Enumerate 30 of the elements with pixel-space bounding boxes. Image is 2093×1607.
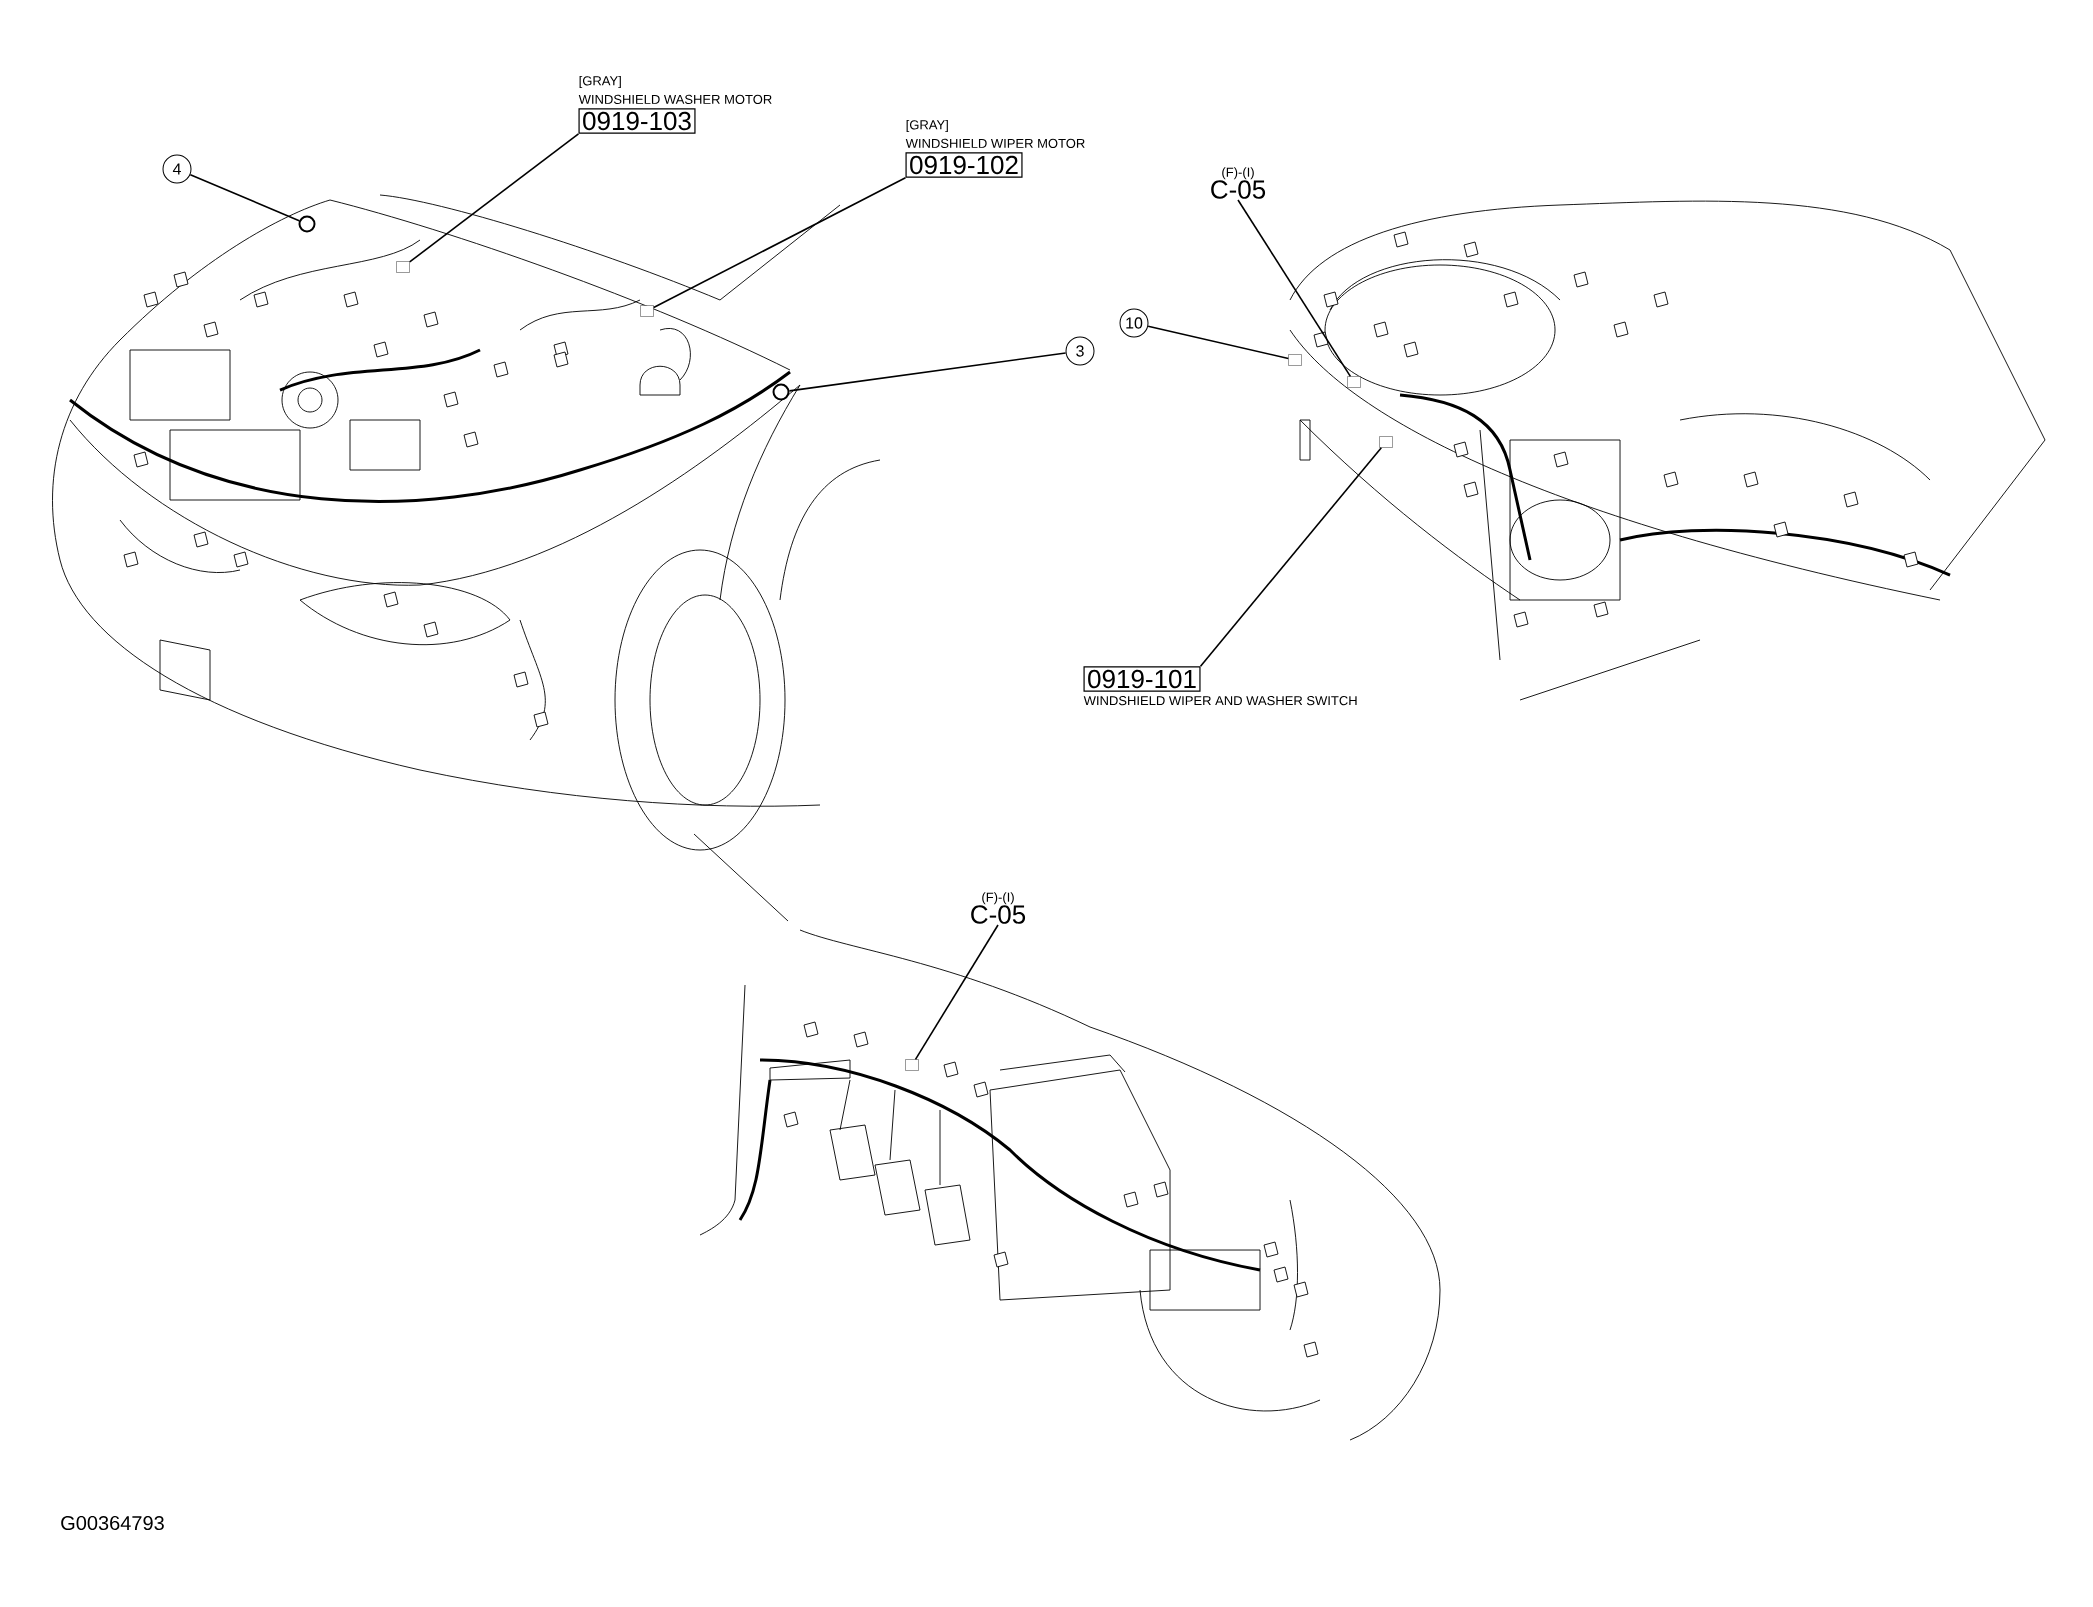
connector-symbol (905, 1059, 919, 1071)
part-number-box: 0919-103 (578, 108, 696, 134)
callout-number: 3 (1065, 336, 1095, 366)
connector-symbol (1288, 354, 1302, 366)
grommet-symbol (772, 383, 790, 401)
connector-symbol (640, 305, 654, 317)
part-name-label: WINDSHIELD WIPER MOTOR (905, 138, 1085, 148)
leader-line (408, 133, 580, 263)
callout-number: 4 (162, 154, 192, 184)
connector-symbol (1347, 376, 1361, 388)
leader-line (189, 173, 300, 222)
connector-symbol (1379, 436, 1393, 448)
connector-reference-label: (F)-(I) C-05 (1211, 167, 1266, 199)
part-number-box: 0919-102 (905, 152, 1023, 178)
leader-line (1237, 199, 1352, 378)
leader-line (652, 177, 907, 309)
part-name-label: WINDSHIELD WASHER MOTOR (578, 94, 772, 104)
part-name-label: WINDSHIELD WIPER AND WASHER SWITCH (1083, 696, 1357, 706)
leader-line (1199, 446, 1383, 667)
leader-line (788, 352, 1067, 392)
figure-code: G00364793 (61, 1515, 164, 1531)
callout-number: 10 (1119, 308, 1149, 338)
part-number-box: 0919-101 (1083, 666, 1201, 692)
leader-line (1147, 325, 1290, 360)
grommet-symbol (298, 215, 316, 233)
part-name-label: [GRAY] (906, 119, 948, 132)
connector-reference-label: (F)-(I) C-05 (971, 892, 1026, 924)
connector-symbol (396, 261, 410, 273)
part-name-label: [GRAY] (579, 75, 621, 88)
leader-line (914, 924, 999, 1061)
